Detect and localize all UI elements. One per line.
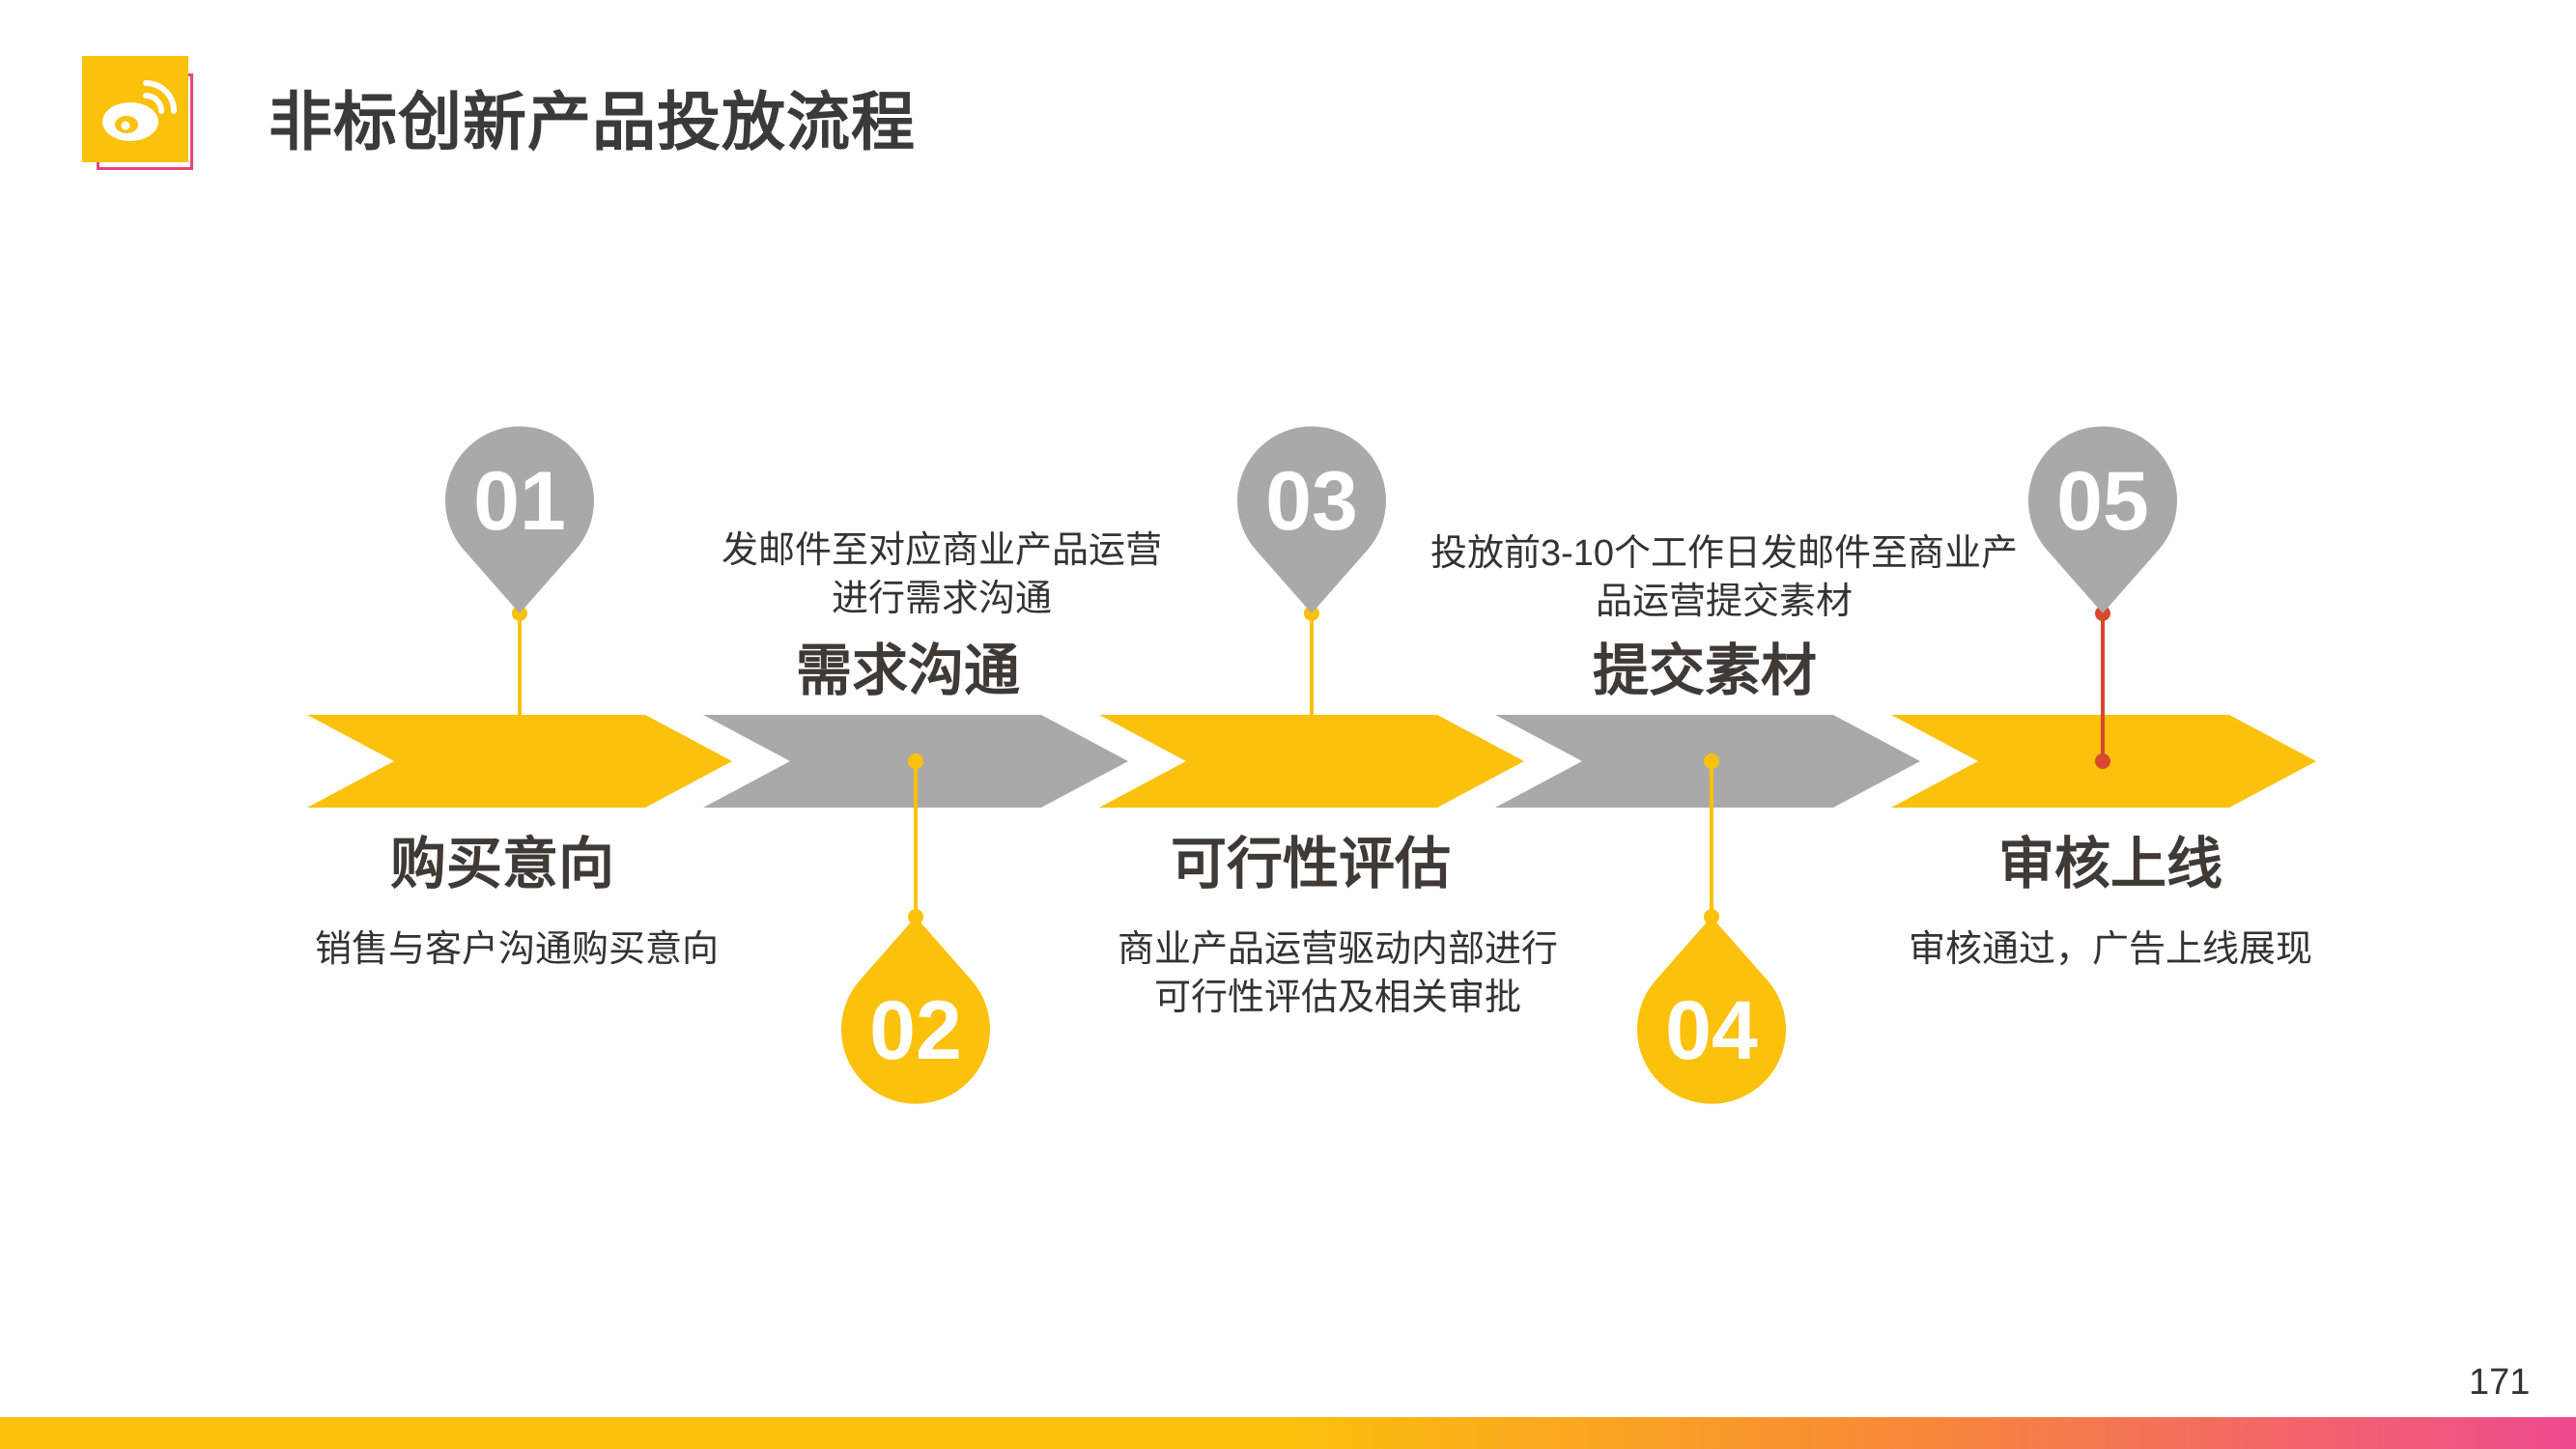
pin-marker-4 bbox=[1637, 917, 1786, 1104]
bottom-gradient-bar bbox=[0, 1417, 2576, 1449]
step-number-4: 04 bbox=[1665, 984, 1758, 1077]
step-number-1: 01 bbox=[473, 455, 566, 548]
step-title-1: 购买意向 bbox=[389, 833, 614, 895]
step-desc-2: 发邮件至对应商业产品运营进行需求沟通 bbox=[721, 530, 1162, 619]
connector-dot-1 bbox=[512, 753, 527, 769]
pin-marker-5 bbox=[2028, 426, 2177, 613]
step-desc-5: 审核通过，广告上线展现 bbox=[1908, 929, 2312, 970]
connector-lines bbox=[512, 606, 2110, 924]
page-title: 非标创新产品投放流程 bbox=[269, 86, 916, 157]
connector-dot-4 bbox=[1704, 753, 1719, 769]
step-desc-4: 投放前3-10个工作日发邮件至商业产品运营提交素材 bbox=[1430, 533, 2019, 622]
logo-square bbox=[82, 56, 188, 162]
logo bbox=[82, 56, 198, 175]
pin-marker-1 bbox=[445, 426, 594, 613]
pin-marker-3 bbox=[1237, 426, 1386, 613]
number-pins: 01 02 03 04 05 bbox=[445, 426, 2177, 1104]
step-number-3: 03 bbox=[1265, 455, 1358, 548]
page-number: 171 bbox=[2469, 1362, 2531, 1403]
step-number-2: 02 bbox=[869, 984, 962, 1077]
step-title-5: 审核上线 bbox=[1997, 833, 2222, 895]
connector-dot-2 bbox=[908, 753, 923, 769]
step-title-3: 可行性评估 bbox=[1170, 833, 1451, 895]
connector-dot-3 bbox=[1304, 753, 1319, 769]
pin-marker-2 bbox=[840, 917, 990, 1104]
step-desc-3: 商业产品运营驱动内部进行可行性评估及相关审批 bbox=[1117, 929, 1558, 1018]
connector-dot-5 bbox=[2095, 753, 2110, 769]
step-number-5: 05 bbox=[2056, 455, 2149, 548]
weibo-logo-icon bbox=[102, 80, 177, 141]
step-title-4: 提交素材 bbox=[1592, 639, 1817, 702]
step-desc-1: 销售与客户沟通购买意向 bbox=[314, 929, 719, 970]
process-flow-diagram: 01 02 03 04 05 bbox=[307, 426, 2316, 1104]
step-title-2: 需求沟通 bbox=[795, 639, 1020, 702]
